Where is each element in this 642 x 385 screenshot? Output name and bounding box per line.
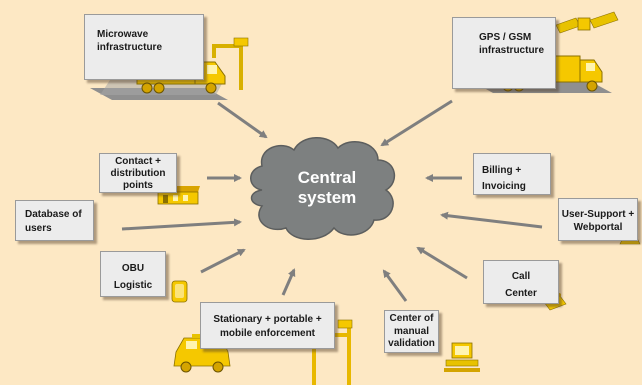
node-obu-line2: Logistic	[113, 279, 153, 291]
node-billing-line1: Billing +	[482, 165, 522, 176]
arrow-gps	[380, 99, 453, 147]
node-manual-line2: manual	[393, 325, 429, 337]
central-cloud	[250, 137, 396, 240]
satellite-icon	[555, 11, 619, 34]
node-contact: Contact + distribution points	[99, 153, 177, 193]
arrow-callcenter	[416, 246, 468, 280]
node-contact-line3: points	[123, 180, 153, 191]
node-database: Database of users	[15, 200, 94, 241]
node-billing-line2: Invoicing	[482, 181, 526, 192]
central-system-line2: system	[297, 188, 357, 208]
node-callcenter-line2: Center	[505, 287, 537, 299]
node-gps-line1: GPS / GSM	[479, 32, 532, 43]
node-usersupport: User-Support + Webportal	[558, 198, 638, 241]
node-callcenter-line1: Call	[511, 271, 531, 282]
node-gps: GPS / GSM infrastructure	[452, 17, 556, 89]
node-enforcement-line2: mobile enforcement	[219, 328, 316, 339]
obu-device-icon	[171, 280, 188, 303]
node-usersupport-line2: Webportal	[573, 222, 623, 233]
node-obu: OBU Logistic	[100, 251, 166, 297]
node-enforcement: Stationary + portable + mobile enforceme…	[200, 302, 335, 349]
node-billing: Billing + Invoicing	[473, 153, 551, 195]
node-microwave-line2: infrastructure	[97, 41, 163, 53]
arrow-database	[121, 218, 242, 231]
arrows	[121, 99, 543, 302]
antenna-icon	[212, 37, 249, 90]
node-database-line2: users	[25, 222, 52, 234]
node-manual-line3: validation	[388, 338, 435, 349]
arrow-obu	[200, 248, 246, 274]
node-microwave: Microwave infrastructure	[84, 14, 204, 80]
computer-icon	[444, 342, 480, 372]
arrow-enforcement	[281, 268, 296, 296]
arrow-manual	[382, 269, 408, 302]
arrow-microwave	[217, 101, 268, 139]
node-obu-line1: OBU	[121, 263, 145, 274]
node-callcenter: Call Center	[483, 260, 559, 304]
node-manual-line1: Center of	[389, 313, 434, 324]
node-enforcement-line1: Stationary + portable +	[213, 314, 322, 325]
node-database-line1: Database of	[25, 209, 82, 220]
central-system-line1: Central	[297, 168, 357, 187]
node-usersupport-line1: User-Support +	[561, 209, 635, 220]
node-contact-line1: Contact +	[115, 156, 161, 167]
arrow-usersupport	[440, 211, 543, 229]
node-microwave-line1: Microwave	[97, 29, 149, 40]
node-manual: Center of manual validation	[384, 310, 439, 353]
node-gps-line2: infrastructure	[479, 44, 545, 56]
node-contact-line2: distribution	[110, 168, 166, 179]
central-system-label: Central system	[272, 168, 382, 209]
